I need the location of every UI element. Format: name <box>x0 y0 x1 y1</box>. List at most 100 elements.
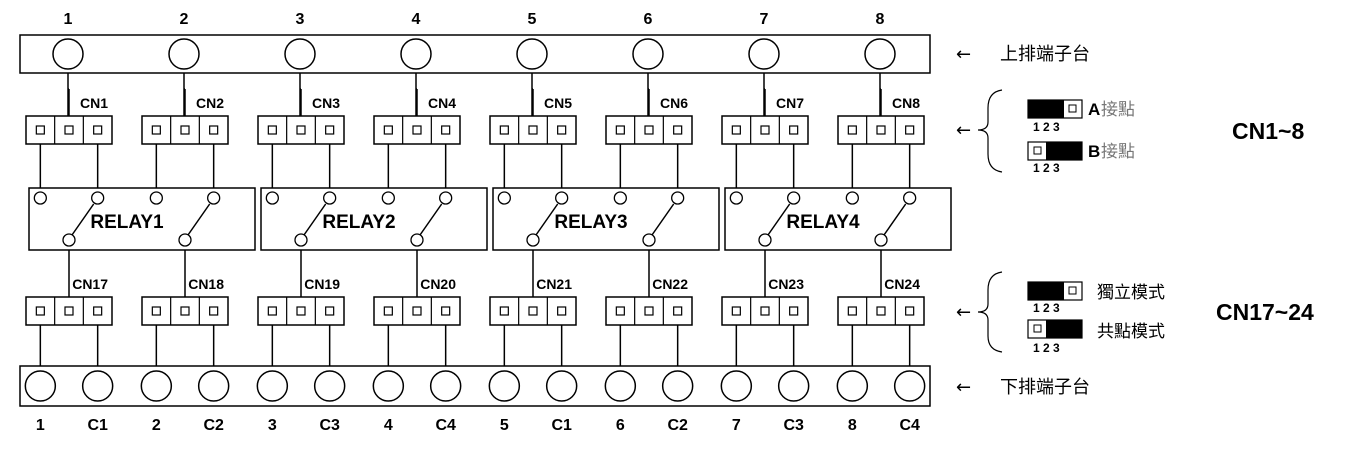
jumper-a-pins: 1 2 3 <box>1033 120 1060 134</box>
bottom-connector-label-7: CN23 <box>768 276 804 292</box>
bottom-terminal-label-2: C1 <box>87 417 108 434</box>
top-connector-pin <box>847 125 857 135</box>
bottom-connector-label-8: CN24 <box>884 276 920 292</box>
relay-common-contact <box>874 233 888 247</box>
bottom-terminal-screw-11 <box>604 370 637 402</box>
bottom-terminal-label-11: 6 <box>616 417 625 434</box>
top-connector-pin <box>296 125 306 135</box>
top-connector-pin <box>64 125 74 135</box>
bottom-connector-pin <box>180 306 190 316</box>
bottom-terminal-label-12: C2 <box>667 417 688 434</box>
top-connector-pin <box>180 125 190 135</box>
top-terminal-number-8: 8 <box>876 11 885 28</box>
bottom-connector-pin <box>209 306 219 316</box>
bottom-connector-pin <box>35 306 45 316</box>
bottom-terminal-label-1: 1 <box>36 417 45 434</box>
top-terminal-label: 上排端子台 <box>1000 44 1090 65</box>
bottom-terminal-label-9: 5 <box>500 417 509 434</box>
relay-switch-arm <box>535 203 559 236</box>
bottom-terminal-screw-8 <box>429 370 462 402</box>
relay-switch-arm <box>883 203 907 236</box>
relay-contact <box>33 191 47 205</box>
top-connector-pin <box>731 125 741 135</box>
legend-top-brace <box>977 89 1003 173</box>
top-connector-label-7: CN7 <box>776 95 804 111</box>
relay-label-3: RELAY3 <box>554 212 627 233</box>
relay-switch-arm <box>651 203 675 236</box>
cn-top-arrow: ← <box>956 120 971 141</box>
bottom-terminal-screw-7 <box>372 370 405 402</box>
relay-common-contact <box>294 233 308 247</box>
bottom-terminal-screw-12 <box>661 370 694 402</box>
bottom-connector-pin <box>93 306 103 316</box>
bottom-connector-pin <box>557 306 567 316</box>
bottom-connector-label-2: CN18 <box>188 276 224 292</box>
top-connector-pin <box>93 125 103 135</box>
bottom-connector-label-3: CN19 <box>304 276 340 292</box>
bottom-terminal-screw-15 <box>836 370 869 402</box>
top-terminal-screw-8 <box>864 38 896 70</box>
jumper-common-pins: 1 2 3 <box>1033 341 1060 355</box>
bottom-connector-pin <box>412 306 422 316</box>
relay-switch-arm <box>187 203 211 236</box>
bottom-terminal-label-14: C3 <box>783 417 804 434</box>
top-terminal-number-7: 7 <box>760 11 769 28</box>
bottom-connector-pin <box>64 306 74 316</box>
bottom-connector-pin <box>615 306 625 316</box>
bottom-terminal-screw-14 <box>777 370 810 402</box>
legend-a-text: 接點 <box>1101 100 1135 120</box>
top-connector-label-1: CN1 <box>80 95 108 111</box>
top-connector-pin <box>557 125 567 135</box>
top-connector-pin <box>151 125 161 135</box>
bottom-connector-pin <box>528 306 538 316</box>
top-connector-label-3: CN3 <box>312 95 340 111</box>
jumper-b-icon <box>1027 141 1083 161</box>
bottom-connector-pin <box>760 306 770 316</box>
top-connector-pin <box>499 125 509 135</box>
top-terminal-number-4: 4 <box>412 11 421 28</box>
top-connector-pin <box>35 125 45 135</box>
relay-common-contact <box>410 233 424 247</box>
legend-top-group-label: CN1~8 <box>1232 118 1304 144</box>
top-connector-pin <box>876 125 886 135</box>
relay-contact <box>613 191 627 205</box>
bottom-connector-pin <box>325 306 335 316</box>
top-connector-pin <box>760 125 770 135</box>
bottom-connector-pin <box>151 306 161 316</box>
top-terminal-arrow: ← <box>956 44 971 65</box>
bottom-terminal-screw-16 <box>893 370 926 402</box>
relay-common-contact <box>758 233 772 247</box>
bottom-terminal-label-8: C4 <box>435 417 456 434</box>
relay-label-1: RELAY1 <box>90 212 164 233</box>
top-terminal-screw-7 <box>748 38 780 70</box>
legend-bottom-group-label: CN17~24 <box>1216 299 1314 325</box>
bottom-terminal-label-10: C1 <box>551 417 572 434</box>
relay-common-contact <box>178 233 192 247</box>
relay-switch-arm <box>767 203 791 236</box>
top-terminal-number-6: 6 <box>644 11 653 28</box>
legend-a-letter: A <box>1088 100 1100 119</box>
bottom-terminal-label: 下排端子台 <box>1000 377 1090 398</box>
top-terminal-screw-6 <box>632 38 664 70</box>
relay-switch-arm <box>303 203 327 236</box>
relay-common-contact <box>62 233 76 247</box>
bottom-connector-label-4: CN20 <box>420 276 456 292</box>
bottom-connector-pin <box>905 306 915 316</box>
relay-contact <box>555 191 569 205</box>
bottom-terminal-label-3: 2 <box>152 417 161 434</box>
bottom-connector-pin <box>383 306 393 316</box>
relay-common-contact <box>526 233 540 247</box>
bottom-connector-label-5: CN21 <box>536 276 572 292</box>
relay-label-2: RELAY2 <box>322 212 395 233</box>
bottom-connector-label-1: CN17 <box>72 276 108 292</box>
jumper-b-pins: 1 2 3 <box>1033 161 1060 175</box>
bottom-terminal-screw-10 <box>545 370 578 402</box>
top-connector-pin <box>383 125 393 135</box>
legend-bottom-brace <box>977 271 1003 353</box>
bottom-connector-pin <box>847 306 857 316</box>
relay-contact <box>439 191 453 205</box>
top-connector-label-6: CN6 <box>660 95 688 111</box>
bottom-terminal-screw-1 <box>24 370 57 402</box>
